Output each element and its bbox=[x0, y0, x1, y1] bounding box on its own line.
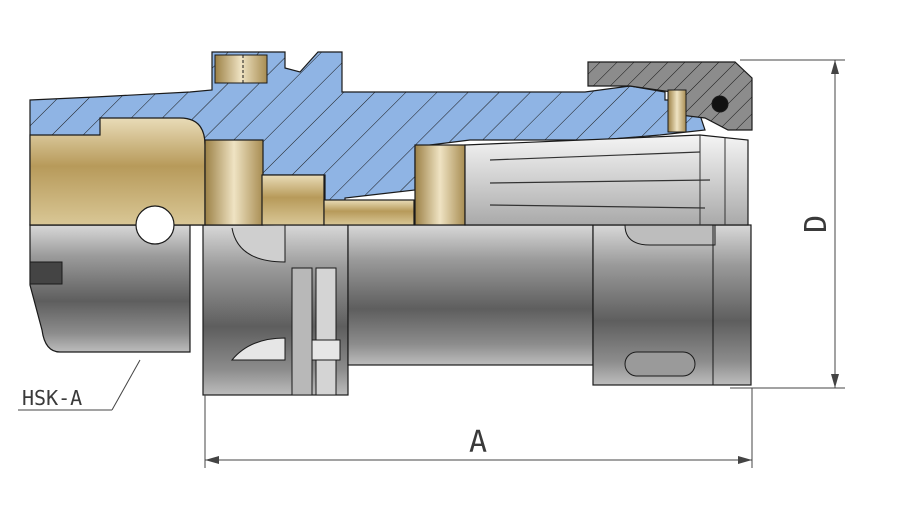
brass-screw-body bbox=[261, 174, 325, 226]
collet-slot-2 bbox=[489, 179, 711, 184]
collet bbox=[464, 134, 749, 226]
flange-keyway-1 bbox=[291, 267, 313, 396]
nut-bearing-ring bbox=[667, 89, 687, 133]
brass-sleeve bbox=[204, 139, 264, 226]
collet-slot-1 bbox=[489, 151, 701, 161]
flange-keyway-2 bbox=[315, 267, 337, 396]
dimension-length: A bbox=[204, 388, 753, 468]
collet-slot-3 bbox=[489, 204, 706, 209]
type-label: HSK-A bbox=[22, 386, 82, 410]
dim-length-label: A bbox=[469, 425, 487, 460]
dim-diameter-label: D bbox=[799, 215, 834, 233]
external-view-lower-half bbox=[29, 224, 752, 396]
retention-screw bbox=[214, 54, 268, 84]
flange-gripper-groove bbox=[231, 225, 286, 263]
shank-drive-slot bbox=[29, 261, 63, 285]
body-cylinder bbox=[347, 224, 594, 366]
section-view-upper-half bbox=[29, 51, 753, 245]
nut-ball bbox=[711, 95, 729, 113]
dimension-diameter: D bbox=[730, 59, 845, 389]
brass-stop-screw bbox=[323, 199, 415, 226]
nut-top-slot bbox=[624, 224, 716, 246]
hsk-taper-shank bbox=[29, 224, 191, 353]
flange-lower-cut bbox=[230, 337, 286, 361]
clamping-nut-section bbox=[587, 61, 753, 131]
brass-adjust-nut bbox=[414, 144, 466, 226]
type-leader: HSK-A bbox=[18, 359, 141, 411]
nut-bottom-slot bbox=[624, 351, 696, 377]
flange-lower-cut-2 bbox=[311, 339, 341, 361]
radial-bore bbox=[135, 205, 175, 245]
